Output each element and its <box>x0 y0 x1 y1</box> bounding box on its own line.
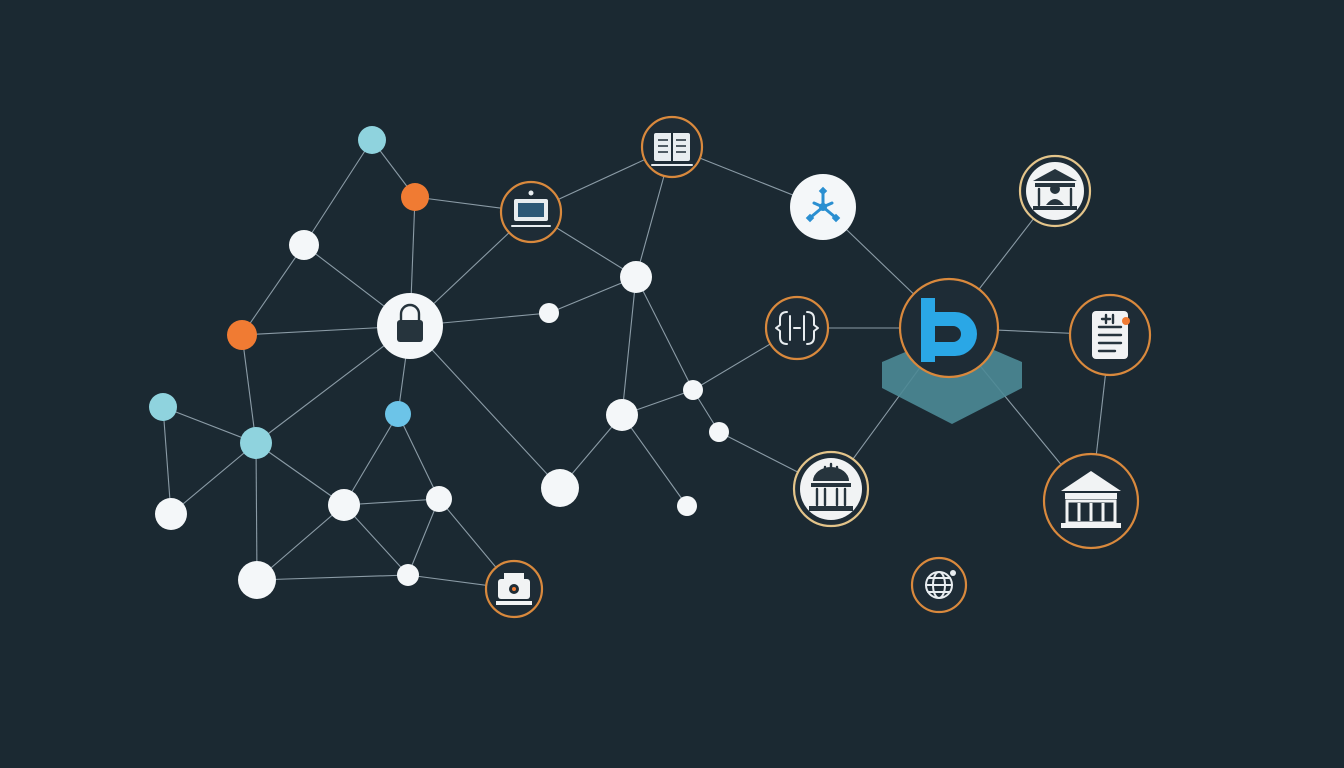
edge-w8-w10 <box>621 276 637 416</box>
edge-w3-w5 <box>256 504 345 581</box>
museum-icon <box>809 462 853 511</box>
node-dot-w6 <box>397 564 419 586</box>
cash-register-icon <box>496 573 532 605</box>
node-dot-oB <box>227 320 257 350</box>
node-dot-bA <box>385 401 411 427</box>
node-dot-w9 <box>683 380 703 400</box>
node-dot-w5 <box>238 561 276 599</box>
bank-node <box>1042 452 1140 550</box>
brand-logo-node <box>898 277 1000 379</box>
edge-bA-w3 <box>343 413 399 506</box>
lock-node <box>377 293 443 359</box>
monitor-node <box>499 180 563 244</box>
monitor-icon <box>511 190 551 227</box>
edge-w4-w6 <box>407 498 440 576</box>
book-icon <box>651 133 693 166</box>
cash-register-node <box>484 559 544 619</box>
node-dot-tA <box>358 126 386 154</box>
edge-w10-w13 <box>621 414 688 507</box>
node-dot-w4 <box>426 486 452 512</box>
globe-icon <box>925 570 956 599</box>
edge-bA-w4 <box>397 413 440 500</box>
node-dot-w12 <box>541 469 579 507</box>
edge-tC-w2 <box>170 442 257 515</box>
node-dot-w7 <box>539 303 559 323</box>
node-dot-w2 <box>155 498 187 530</box>
edge-w1-oB <box>241 244 305 336</box>
edge-tA-w1 <box>303 139 373 246</box>
dots <box>149 126 729 599</box>
brand-logo-icon <box>921 298 977 362</box>
node-dot-w10 <box>606 399 638 431</box>
node-dot-w1 <box>289 230 319 260</box>
gallery-node <box>1018 154 1092 228</box>
node-dot-tC <box>240 427 272 459</box>
edge-lock-w12 <box>409 325 561 489</box>
node-dot-w13 <box>677 496 697 516</box>
document-node <box>1068 293 1152 377</box>
node-dot-tB <box>149 393 177 421</box>
edge-tB-w2 <box>162 406 172 515</box>
network-hub-node <box>790 174 856 240</box>
edge-w5-w6 <box>256 574 409 581</box>
code-brackets-node <box>764 295 830 361</box>
edge-w8-w9 <box>635 276 694 391</box>
node-dot-w8 <box>620 261 652 293</box>
book-node <box>640 115 704 179</box>
edge-oB-tC <box>241 334 257 444</box>
node-dot-oA <box>401 183 429 211</box>
globe-node <box>910 556 968 614</box>
edge-tB-tC <box>162 406 257 444</box>
code-brackets-icon <box>775 311 819 345</box>
document-icon <box>1092 311 1130 359</box>
museum-node <box>792 450 870 528</box>
gallery-icon <box>1033 169 1077 210</box>
node-dot-w11 <box>709 422 729 442</box>
bank-icon <box>1061 471 1121 528</box>
edge-tC-w5 <box>255 442 258 581</box>
node-dot-w3 <box>328 489 360 521</box>
edge-tC-w3 <box>255 442 345 506</box>
lock-icon <box>397 303 423 342</box>
